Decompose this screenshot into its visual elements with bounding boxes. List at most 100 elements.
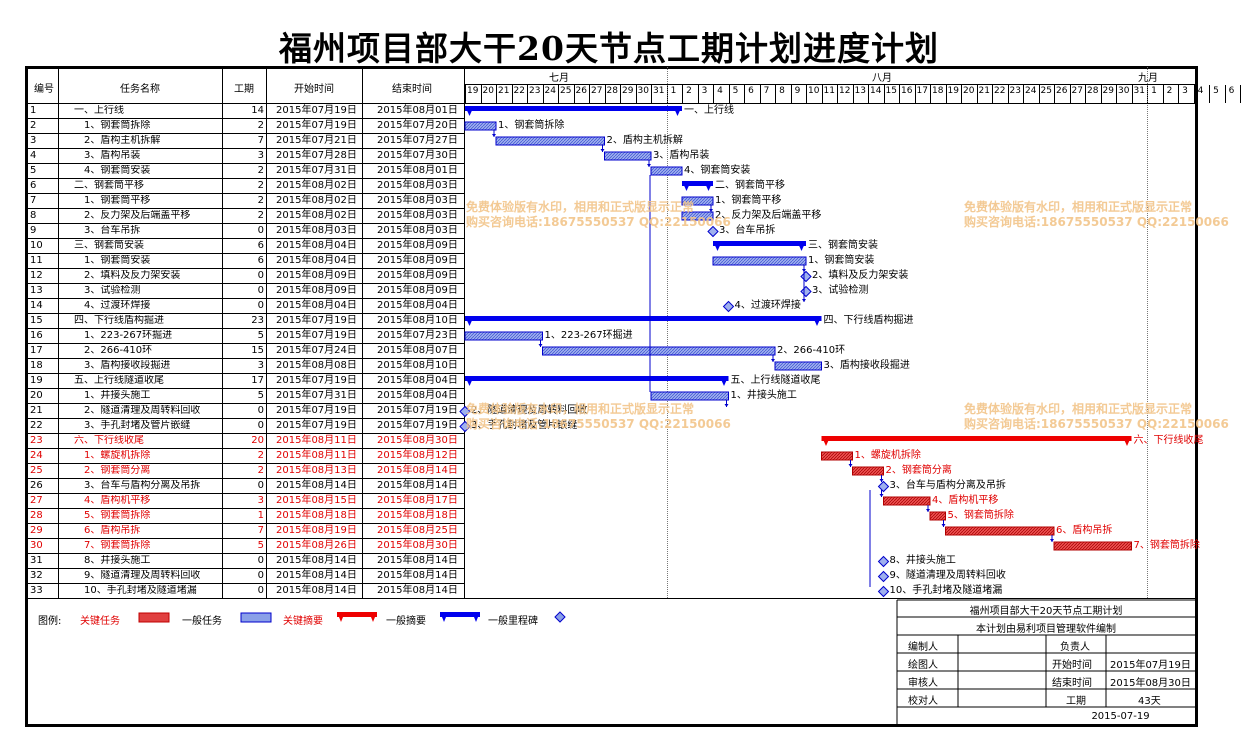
- bar-label: 1、钢套筒安装: [808, 255, 875, 266]
- task-start: 2015年08月02日: [276, 210, 357, 221]
- day-divider: [915, 85, 916, 103]
- day-divider: [512, 85, 513, 103]
- task-start: 2015年07月24日: [276, 345, 357, 356]
- bar-label: 4、盾构机平移: [932, 495, 999, 506]
- day-label: 12: [839, 86, 851, 96]
- task-duration: 0: [257, 300, 264, 311]
- task-duration: 14: [251, 105, 264, 116]
- day-divider: [791, 85, 792, 103]
- task-id: 4: [30, 150, 37, 161]
- task-name: 二、钢套筒平移: [74, 180, 144, 191]
- month-boundary: [1147, 67, 1148, 598]
- task-start: 2015年08月26日: [276, 540, 357, 551]
- row-line: [28, 163, 464, 164]
- bar-label: 二、钢套筒平移: [715, 180, 785, 191]
- task-id: 21: [30, 405, 43, 416]
- day-label: 11: [823, 86, 835, 96]
- day-label: 22: [994, 86, 1006, 96]
- watermark-text: 免费体验版有水印，相用和正式版显示正常: [964, 200, 1193, 214]
- bar-label: 2、盾构主机拆解: [606, 135, 683, 146]
- row-line: [28, 523, 464, 524]
- task-duration: 7: [257, 525, 264, 536]
- task-name: 2、反力架及后端盖平移: [84, 210, 191, 221]
- task-duration: 5: [257, 540, 264, 551]
- day-label: 2: [686, 86, 692, 96]
- bar-label: 四、下行线盾构掘进: [823, 315, 914, 326]
- day-divider: [1054, 85, 1055, 103]
- task-duration: 0: [257, 480, 264, 491]
- task-end: 2015年08月07日: [377, 345, 458, 356]
- day-divider: [977, 85, 978, 103]
- gantt-frame: [25, 66, 1198, 727]
- day-divider: [651, 85, 652, 103]
- task-start: 2015年07月19日: [276, 120, 357, 131]
- task-duration: 0: [257, 225, 264, 236]
- legend-critical-summary-label: 关键摘要: [283, 616, 323, 627]
- task-id: 11: [30, 255, 43, 266]
- day-label: 19: [947, 86, 959, 96]
- task-duration: 3: [257, 150, 264, 161]
- day-divider: [713, 85, 714, 103]
- bar-label: 3、盾构接收段掘进: [823, 360, 910, 371]
- day-label: 25: [560, 86, 572, 96]
- task-duration: 2: [257, 180, 264, 191]
- day-label: 31: [1133, 86, 1145, 96]
- day-label: 22: [513, 86, 525, 96]
- task-start: 2015年08月15日: [276, 495, 357, 506]
- row-line: [28, 538, 464, 539]
- task-end: 2015年07月23日: [377, 330, 458, 341]
- task-name: 6、盾构吊拆: [84, 525, 141, 536]
- row-line: [28, 283, 464, 284]
- day-divider: [1240, 85, 1241, 103]
- day-label: 27: [1071, 86, 1083, 96]
- task-id: 19: [30, 375, 43, 386]
- task-duration: 5: [257, 390, 264, 401]
- task-name: 五、上行线隧道收尾: [74, 375, 164, 386]
- chart-header-bottom: [464, 103, 1195, 104]
- day-divider: [822, 85, 823, 103]
- task-id: 6: [30, 180, 37, 191]
- day-label: 6: [1228, 86, 1235, 96]
- day-divider: [481, 85, 482, 103]
- day-divider: [543, 85, 544, 103]
- watermark-text: 购买咨询电话:18675550537 QQ:22150066: [466, 417, 731, 431]
- bar-label: 10、手孔封堵及隧道堵漏: [889, 585, 1003, 596]
- day-label: 18: [932, 86, 944, 96]
- day-label: 2: [1166, 86, 1173, 96]
- column-divider: [222, 67, 223, 598]
- day-label: 31: [653, 86, 665, 96]
